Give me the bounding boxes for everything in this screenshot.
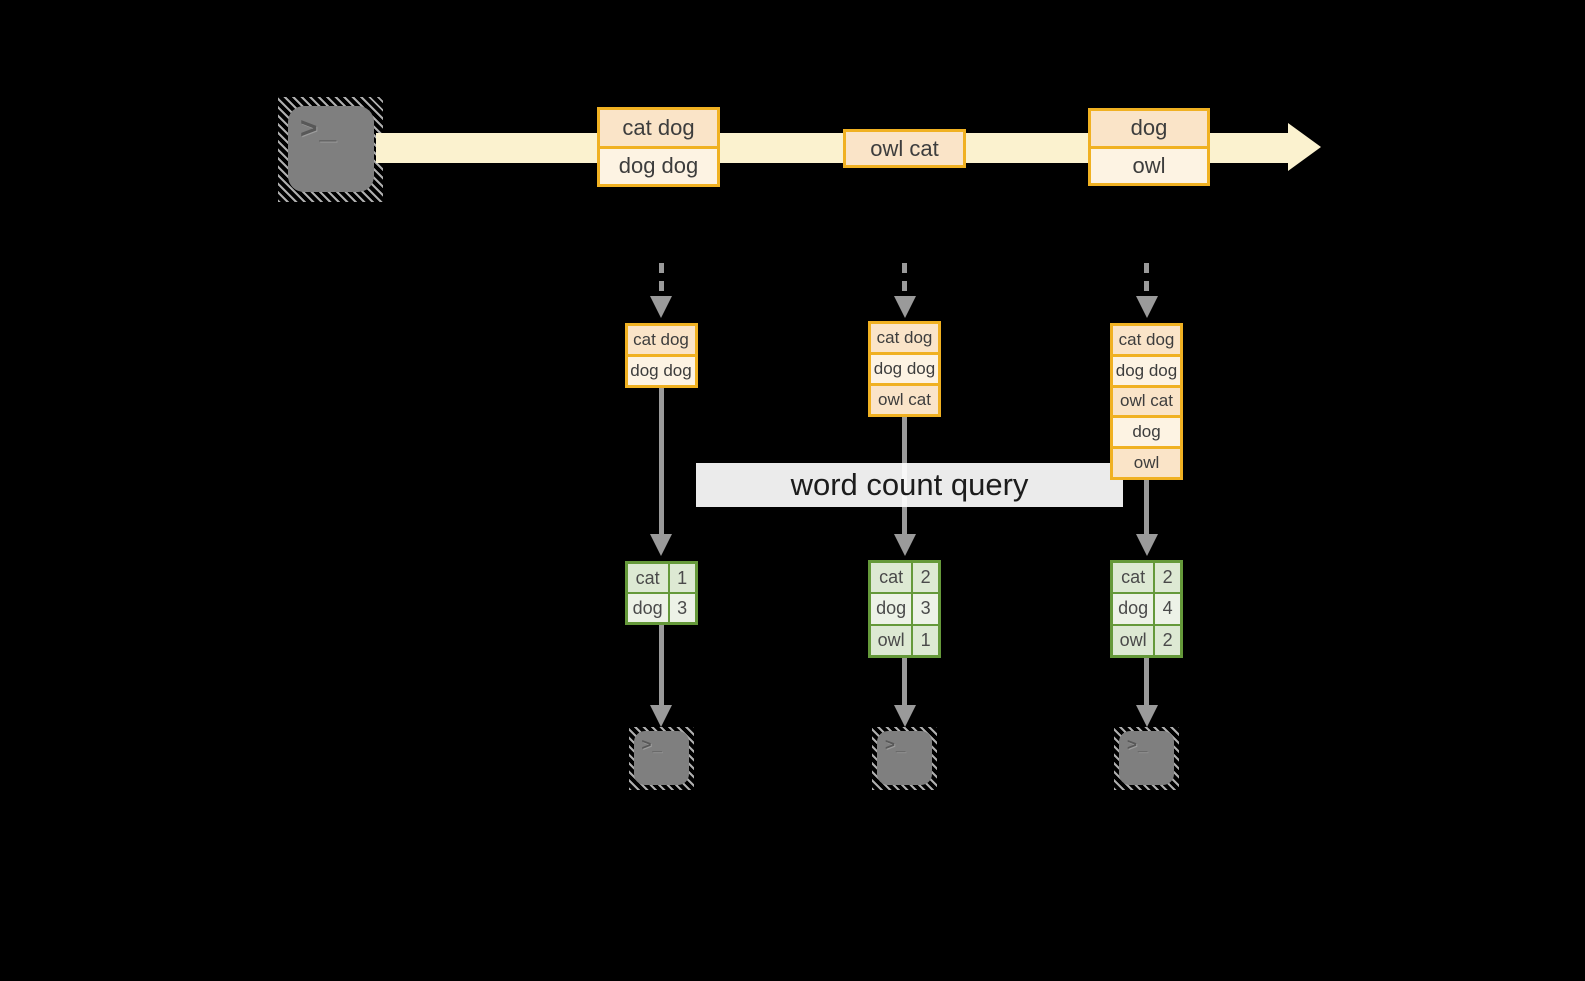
query-label: word count query (696, 463, 1123, 507)
state-row: dog dog (871, 352, 938, 383)
terminal-prompt-glyph: >_ (885, 735, 907, 754)
state-row: owl cat (871, 383, 938, 414)
dashed-arrowhead-icon (893, 296, 916, 318)
state-row: dog dog (627, 354, 695, 385)
count-value: 3 (669, 594, 695, 622)
state-row: dog (1113, 415, 1180, 447)
flow-arrowhead-icon (893, 534, 916, 556)
count-value: 2 (913, 563, 938, 593)
state-row: cat dog (871, 324, 938, 352)
state-row: owl (1113, 446, 1180, 477)
state-row: cat dog (1113, 326, 1180, 354)
state-stack-3: cat dog dog dog owl cat dog owl (1110, 323, 1183, 480)
count-table-3: cat 2 dog 4 owl 2 (1110, 560, 1183, 658)
stream-arrowhead-icon (1288, 123, 1321, 171)
count-word: owl (1113, 625, 1154, 655)
count-value: 3 (913, 594, 938, 624)
flow-arrow-line (1144, 658, 1149, 705)
dashed-arrowhead-icon (1135, 296, 1158, 318)
terminal-screen: >_ (288, 106, 374, 192)
state-stack-2: cat dog dog dog owl cat (868, 321, 941, 417)
count-word: dog (1113, 594, 1154, 624)
dashed-arrow-line (1144, 263, 1149, 297)
state-row: dog dog (1113, 353, 1180, 385)
flow-arrow-line (902, 658, 907, 705)
count-word: cat (871, 563, 912, 593)
count-value: 1 (669, 564, 695, 592)
record-row: dog dog (600, 145, 717, 184)
terminal-screen: >_ (1119, 731, 1174, 785)
count-word: cat (627, 564, 668, 592)
state-row: owl cat (1113, 384, 1180, 416)
flow-arrowhead-icon (1135, 534, 1158, 556)
terminal-screen: >_ (877, 731, 932, 785)
state-stack-1: cat dog dog dog (624, 323, 698, 388)
stream-record-3: dog owl (1088, 108, 1210, 186)
count-word: dog (871, 594, 912, 624)
dashed-arrow-line (902, 263, 907, 297)
count-value: 1 (913, 625, 938, 655)
flow-arrowhead-icon (650, 705, 672, 727)
terminal-prompt-glyph: >_ (641, 735, 663, 754)
count-word: cat (1113, 563, 1154, 593)
record-row: dog (1091, 111, 1207, 146)
record-row: cat dog (600, 110, 717, 146)
stream-record-2: owl cat (843, 129, 966, 168)
flow-arrowhead-icon (893, 705, 916, 727)
count-word: dog (627, 594, 668, 622)
state-row: cat dog (627, 326, 695, 354)
flow-arrowhead-icon (1135, 705, 1158, 727)
output-terminal-icon: >_ (872, 727, 937, 790)
count-value: 2 (1155, 563, 1180, 593)
flow-arrowhead-icon (650, 534, 672, 556)
count-value: 2 (1155, 625, 1180, 655)
terminal-screen: >_ (633, 731, 689, 785)
output-terminal-icon: >_ (1114, 727, 1179, 790)
count-word: owl (871, 625, 912, 655)
record-row: owl cat (846, 132, 963, 165)
flow-arrow-line (1144, 480, 1149, 534)
output-terminal-icon: >_ (628, 727, 694, 790)
terminal-prompt-glyph: >_ (1127, 735, 1149, 754)
terminal-prompt-glyph: >_ (300, 112, 339, 145)
flow-arrow-line (658, 625, 664, 705)
dashed-arrow-line (658, 263, 664, 297)
dashed-arrowhead-icon (650, 296, 672, 318)
count-value: 4 (1155, 594, 1180, 624)
stream-record-1: cat dog dog dog (597, 107, 720, 187)
count-table-1: cat 1 dog 3 (624, 561, 698, 625)
count-table-2: cat 2 dog 3 owl 1 (868, 560, 941, 658)
record-row: owl (1091, 145, 1207, 183)
flow-arrow-line (658, 388, 664, 534)
source-terminal-icon: >_ (278, 97, 383, 202)
